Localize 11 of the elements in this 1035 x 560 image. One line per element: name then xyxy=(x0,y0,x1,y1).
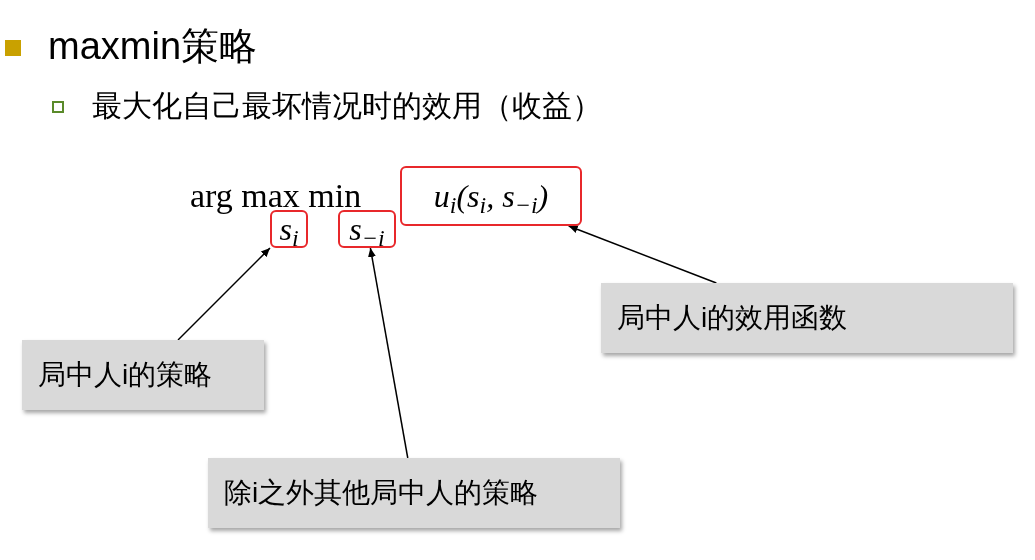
subheading: 最大化自己最坏情况时的效用（收益） xyxy=(92,88,602,124)
arrow xyxy=(177,247,271,341)
callout-box: 除i之外其他局中人的策略 xyxy=(208,458,620,528)
highlight-box: s$_{i}$ xyxy=(270,210,308,248)
callout-box: 局中人i的策略 xyxy=(22,340,264,410)
highlight-box: u$_{i}$(s$_{i}$, s$_{−i}$) xyxy=(400,166,582,226)
heading: maxmin策略 xyxy=(48,24,258,69)
arrow xyxy=(567,225,718,284)
highlight-box: s$_{−i}$ xyxy=(338,210,396,248)
callout-box: 局中人i的效用函数 xyxy=(601,283,1013,353)
arrow xyxy=(368,247,409,459)
